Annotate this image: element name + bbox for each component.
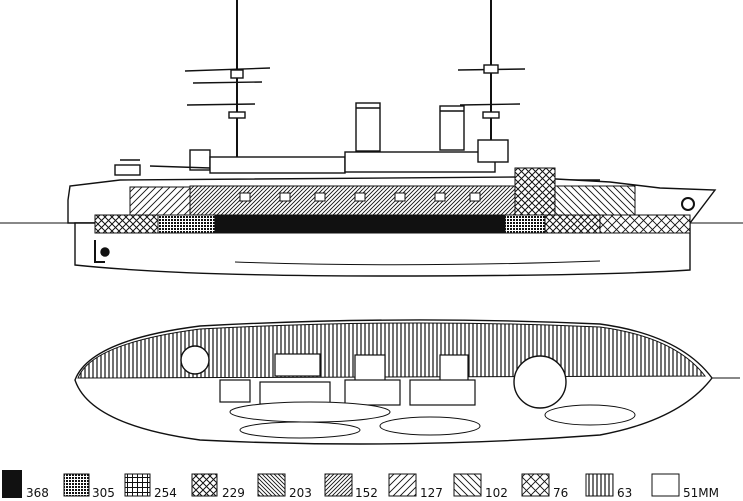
legend-item: 368 bbox=[2, 470, 49, 500]
legend-swatch-cross-hatch-diagonal bbox=[191, 473, 218, 497]
legend-label: 305 bbox=[92, 486, 115, 500]
legend-swatch-solid bbox=[2, 470, 22, 498]
legend-label: 229 bbox=[222, 486, 245, 500]
funnels bbox=[355, 102, 465, 152]
legend-swatch-cross-hatch-wide bbox=[521, 473, 550, 497]
legend-swatch-cross-hatch-fine bbox=[124, 473, 151, 497]
portholes bbox=[239, 192, 695, 211]
legend-item: 152 bbox=[324, 473, 378, 500]
legend-item: 203 bbox=[257, 473, 312, 500]
legend-item: 254 bbox=[124, 473, 177, 500]
aft-barbette bbox=[180, 345, 210, 375]
legend-swatch-back-diagonal-wide bbox=[453, 473, 482, 497]
legend-label: 127 bbox=[420, 486, 443, 500]
legend-swatch-diagonal-wide bbox=[388, 473, 417, 497]
side-armour bbox=[94, 167, 691, 234]
fore-barbette bbox=[513, 355, 567, 409]
legend-item: 229 bbox=[191, 473, 245, 500]
legend-label: 51MM bbox=[683, 486, 719, 500]
legend-label: 203 bbox=[289, 486, 312, 500]
armour-legend: 368 305 254 229 203 152 127 102 bbox=[2, 470, 719, 500]
legend-swatch-empty bbox=[651, 473, 680, 497]
legend-label: 368 bbox=[26, 486, 49, 500]
legend-item: 127 bbox=[388, 473, 443, 500]
rudder bbox=[94, 240, 105, 263]
legend-label: 254 bbox=[154, 486, 177, 500]
legend-label: 76 bbox=[553, 486, 568, 500]
deck-plan bbox=[74, 319, 740, 445]
legend-label: 102 bbox=[485, 486, 508, 500]
legend-swatch-vertical-lines bbox=[585, 473, 614, 497]
legend-label: 63 bbox=[617, 486, 632, 500]
side-elevation bbox=[0, 0, 743, 277]
legend-swatch-diagonal-fine bbox=[324, 473, 353, 497]
legend-swatch-dense-dots bbox=[63, 473, 90, 497]
lower-compartments bbox=[229, 401, 636, 439]
legend-item: 305 bbox=[63, 473, 115, 500]
legend-label: 152 bbox=[355, 486, 378, 500]
legend-item: 102 bbox=[453, 473, 508, 500]
superstructure bbox=[114, 139, 600, 181]
legend-item: 76 bbox=[521, 473, 568, 500]
legend-item: 63 bbox=[585, 473, 632, 500]
legend-swatch-back-diagonal-fine bbox=[257, 473, 286, 497]
legend-item: 51MM bbox=[651, 473, 719, 500]
masts bbox=[184, 0, 526, 170]
deckhouses bbox=[219, 353, 476, 406]
